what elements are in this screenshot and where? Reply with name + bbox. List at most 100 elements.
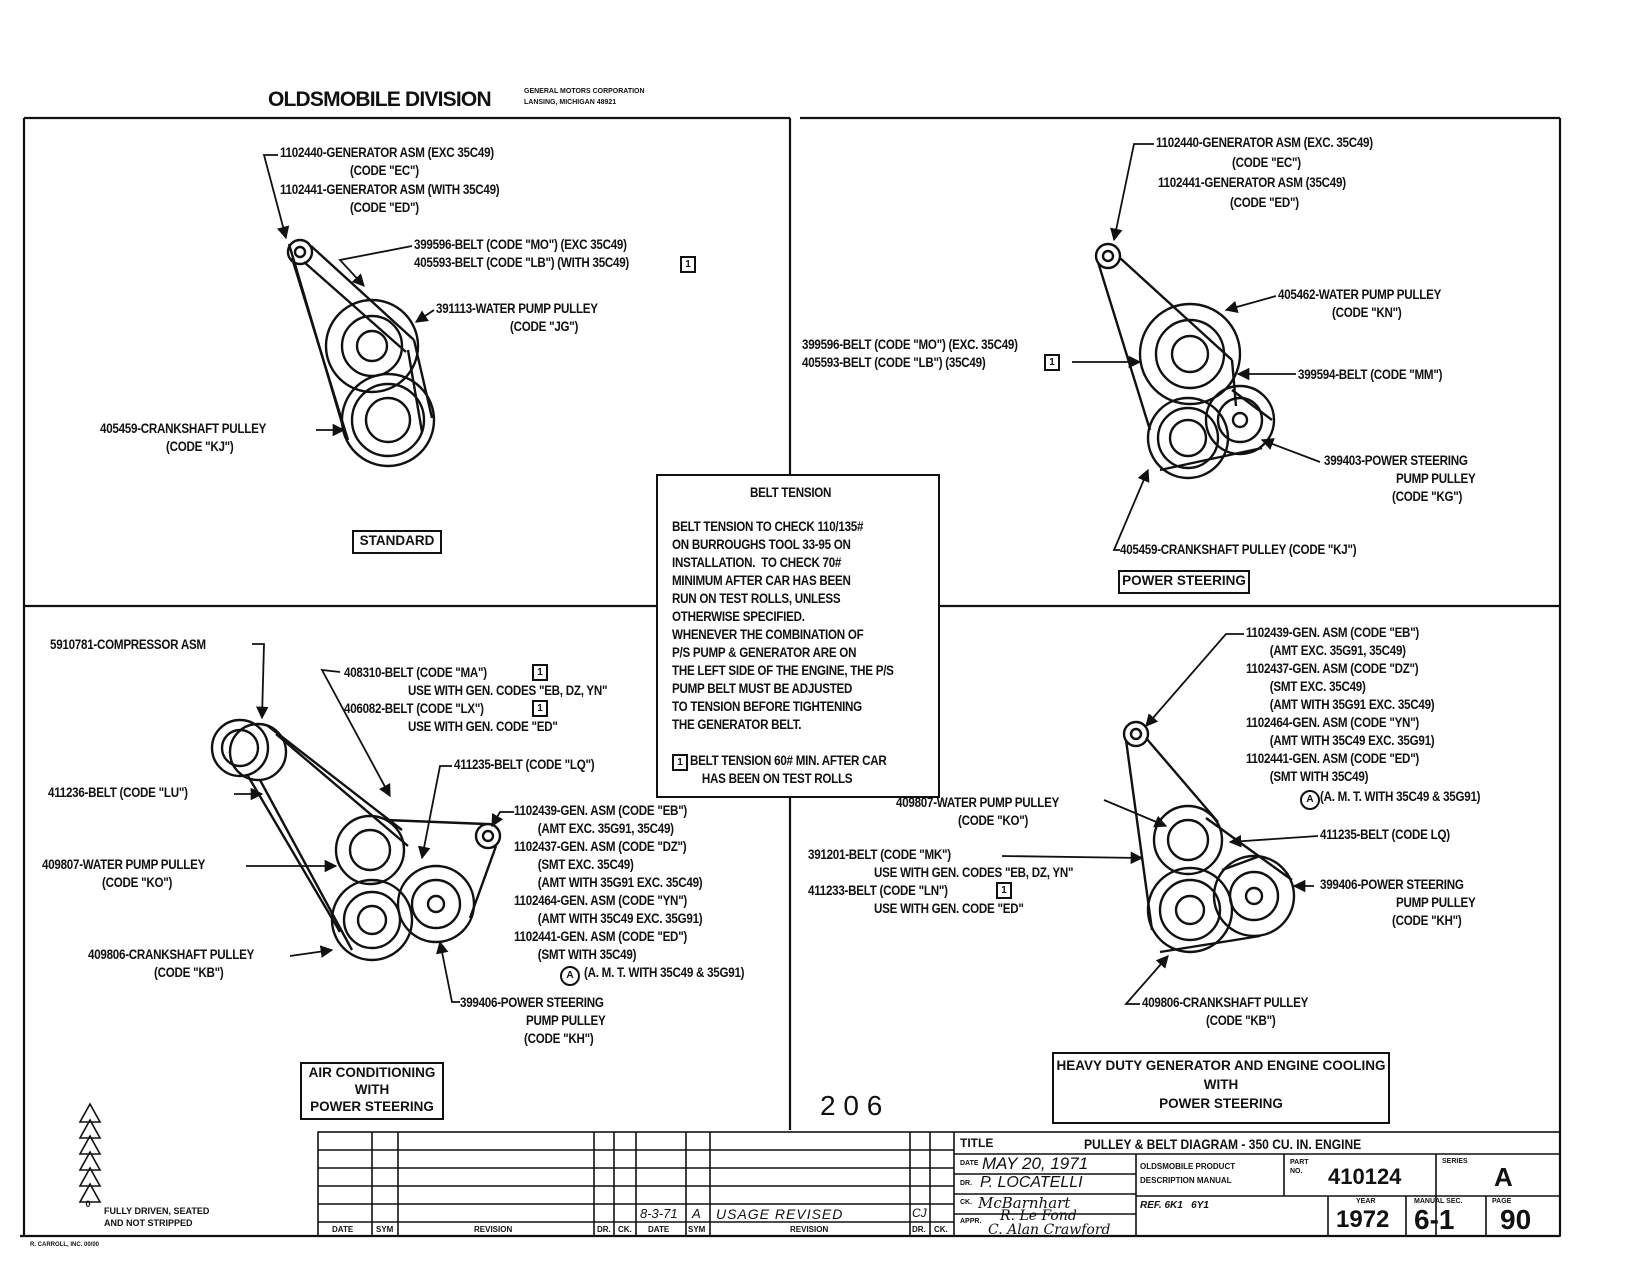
q1-crank-code: (CODE "KJ") (166, 439, 234, 454)
caption-standard: STANDARD (352, 530, 442, 554)
corp-address: LANSING, MICHIGAN 48921 (524, 99, 617, 106)
ref-value: REF. 6K1 6Y1 (1140, 1200, 1209, 1211)
q3-crank-label: 409806-CRANKSHAFT PULLEY (88, 947, 255, 962)
q1-generator2-code: (CODE "ED") (350, 200, 419, 215)
q4-water-pump-label: 409807-WATER PUMP PULLEY (896, 795, 1060, 810)
page-number: 2 0 6 (820, 1090, 883, 1121)
q3-generator-list: 1102439-GEN. ASM (CODE "EB") (AMT EXC. 3… (514, 803, 703, 962)
q4-ps-pulley-code: (CODE "KH") (1392, 913, 1462, 928)
q4-generator-note: (A. M. T. WITH 35C49 & 35G91) (1320, 789, 1481, 804)
note-1-marker: 1 (672, 754, 688, 771)
q3-belt1-label: 408310-BELT (CODE "MA") (344, 665, 487, 680)
q1-generator-code: (CODE "EC") (350, 163, 419, 178)
q2-generator-code: (CODE "EC") (1232, 155, 1301, 170)
year-label: YEAR (1356, 1198, 1376, 1205)
caption-power-steering: POWER STEERING (1118, 570, 1250, 594)
q3-ps-pulley-code: (CODE "KH") (524, 1031, 594, 1046)
q2-generator2-code: (CODE "ED") (1230, 195, 1299, 210)
q3-ps-pulley-label: 399406-POWER STEERING (460, 995, 604, 1010)
product-line-1: OLDSMOBILE PRODUCT (1140, 1162, 1236, 1171)
q1-crank-label: 405459-CRANKSHAFT PULLEY (100, 421, 267, 436)
rev-header-dr: DR. (597, 1225, 611, 1234)
q2-generator2-label: 1102441-GENERATOR ASM (35C49) (1158, 175, 1346, 190)
q1-belt-label: 399596-BELT (CODE "MO") (EXC 35C49) (414, 237, 627, 252)
q2-belt2-label: 405593-BELT (CODE "LB") (35C49) (802, 355, 986, 370)
title-block-grid (317, 1131, 1561, 1237)
q2-crank-label: 405459-CRANKSHAFT PULLEY (CODE "KJ") (1120, 542, 1357, 557)
date-value: MAY 20, 1971 (982, 1154, 1089, 1173)
ac-drive (210, 718, 502, 962)
q4-water-pump-code: (CODE "KO") (958, 813, 1029, 828)
printer-mark: R. CARROLL, INC. 00/00 (30, 1242, 100, 1248)
part-no-label: PART NO. (1290, 1159, 1309, 1175)
dr-label: DR. (960, 1180, 973, 1187)
q3-belt1-usage: USE WITH GEN. CODES "EB, DZ, YN" (408, 683, 608, 698)
series-label: SERIES (1442, 1158, 1468, 1165)
product-line-2: DESCRIPTION MANUAL (1140, 1176, 1232, 1185)
circle-a-marker: A (560, 966, 580, 986)
q3-water-pump-code: (CODE "KO") (102, 875, 173, 890)
rev-header-date2: DATE (648, 1225, 670, 1234)
belt-tension-box: BELT TENSION BELT TENSION TO CHECK 110/1… (656, 474, 940, 798)
date-label: DATE (960, 1160, 979, 1167)
heavy-duty-drive (1122, 720, 1296, 954)
q1-belt2-label: 405593-BELT (CODE "LB") (WITH 35C49) (414, 255, 630, 270)
q3-water-pump-label: 409807-WATER PUMP PULLEY (42, 857, 206, 872)
rev-header-ck2: CK. (934, 1225, 948, 1234)
rev-header-sym2: SYM (688, 1225, 706, 1234)
q4-ps-pulley-label: 399406-POWER STEERING (1320, 877, 1464, 892)
q4-belt1-usage: USE WITH GEN. CODES "EB, DZ, YN" (874, 865, 1074, 880)
q2-ps-pulley-label: 399403-POWER STEERING (1324, 453, 1468, 468)
year-value: 1972 (1336, 1206, 1390, 1233)
note-1-marker: 1 (532, 664, 548, 681)
q3-belt2-usage: USE WITH GEN. CODE "ED" (408, 719, 558, 734)
q2-water-pump-code: (CODE "KN") (1332, 305, 1402, 320)
q2-water-pump-label: 405462-WATER PUMP PULLEY (1278, 287, 1442, 302)
part-number: 410124 (1328, 1164, 1402, 1189)
rev-entry-dr: CJ (912, 1206, 927, 1220)
power-steering-drive (1094, 242, 1276, 480)
note-1-marker: 1 (1044, 354, 1060, 371)
q3-belt2-label: 406082-BELT (CODE "LX") (344, 701, 484, 716)
caption-air-conditioning: AIR CONDITIONING WITH POWER STEERING (300, 1062, 444, 1120)
triangle-legend-icons (78, 1102, 102, 1203)
rev-entry-date: 8-3-71 (640, 1206, 678, 1221)
q1-water-pump-code: (CODE "JG") (510, 319, 579, 334)
page-value: 90 (1500, 1204, 1532, 1235)
appr-label: APPR. (960, 1218, 982, 1225)
q1-generator-label: 1102440-GENERATOR ASM (EXC 35C49) (280, 145, 494, 160)
caption-heavy-duty: HEAVY DUTY GENERATOR AND ENGINE COOLING … (1052, 1052, 1390, 1124)
rev-header-sym: SYM (376, 1225, 394, 1234)
rev-entry-text: USAGE REVISED (716, 1206, 844, 1222)
q2-belt3-label: 399594-BELT (CODE "MM") (1298, 367, 1443, 382)
rev-header-ck: CK. (618, 1225, 632, 1234)
series-value: A (1494, 1162, 1513, 1192)
q4-belt3-label: 411235-BELT (CODE LQ) (1320, 827, 1450, 842)
note-1-marker: 1 (532, 700, 548, 717)
drawing-title: PULLEY & BELT DIAGRAM - 350 CU. IN. ENGI… (1084, 1136, 1362, 1152)
q4-crank-code: (CODE "KB") (1206, 1013, 1276, 1028)
q3-belt4-label: 411236-BELT (CODE "LU") (48, 785, 188, 800)
corp-name: GENERAL MOTORS CORPORATION (524, 88, 645, 95)
rev-header-revision: REVISION (474, 1225, 513, 1234)
appr-signature-2: C. Alan Crawford (988, 1222, 1111, 1238)
q3-crank-code: (CODE "KB") (154, 965, 224, 980)
division-title: OLDSMOBILE DIVISION (268, 88, 492, 111)
appr-signature-1: R. Le Fond (1000, 1208, 1077, 1224)
q1-generator2-label: 1102441-GENERATOR ASM (WITH 35C49) (280, 182, 500, 197)
q4-ps-pulley-label2: PUMP PULLEY (1396, 895, 1476, 910)
circle-0-marker: 0 (85, 1199, 91, 1209)
legend-not-stripped: AND NOT STRIPPED (104, 1218, 193, 1228)
q2-belt-label: 399596-BELT (CODE "MO") (EXC. 35C49) (802, 337, 1018, 352)
q4-generator-list: 1102439-GEN. ASM (CODE "EB") (AMT EXC. 3… (1246, 625, 1435, 784)
q4-belt2-label: 411233-BELT (CODE "LN") (808, 883, 948, 898)
q4-belt1-label: 391201-BELT (CODE "MK") (808, 847, 951, 862)
q3-compressor-label: 5910781-COMPRESSOR ASM (50, 637, 206, 652)
belt-tension-note: BELT TENSION 60# MIN. AFTER CAR HAS BEEN… (690, 753, 887, 786)
note-1-marker: 1 (680, 256, 696, 273)
q3-belt3-label: 411235-BELT (CODE "LQ") (454, 757, 595, 772)
q3-generator-note: (A. M. T. WITH 35C49 & 35G91) (584, 965, 745, 980)
rev-entry-sym: A (692, 1206, 701, 1221)
